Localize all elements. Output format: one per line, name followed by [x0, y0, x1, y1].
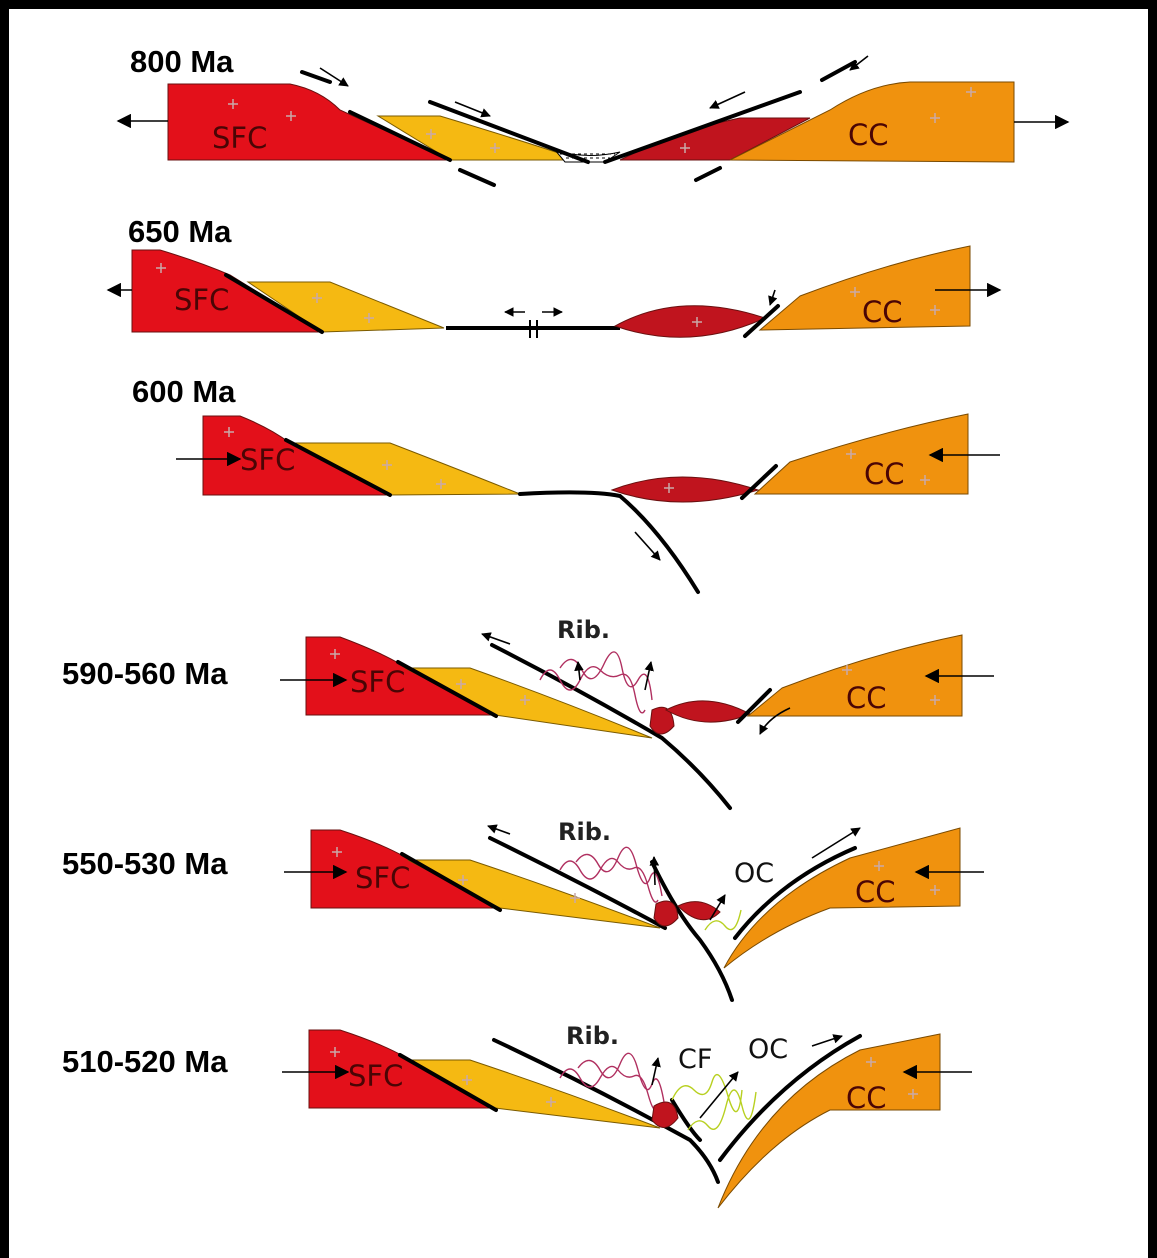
stage-590-560ma: 590-560 Ma Rib. SFC CC — [62, 616, 994, 810]
cc-craton-block — [723, 827, 961, 969]
microcontinent-block — [610, 476, 760, 503]
sfc-passive-margin — [407, 859, 661, 929]
cc-label: CC — [864, 457, 905, 491]
stage-age-label: 510-520 Ma — [62, 1044, 228, 1079]
microcontinent-block — [664, 700, 752, 723]
cc-label: CC — [862, 295, 903, 329]
stage-age-label: 650 Ma — [128, 214, 232, 249]
cc-craton-block — [746, 634, 963, 717]
sfc-label: SFC — [240, 443, 295, 477]
stage-650ma: 650 Ma SFC CC — [106, 214, 1002, 338]
sfc-passive-margin — [407, 1059, 661, 1129]
arc-magma — [649, 706, 675, 735]
stage-age-label: 550-530 Ma — [62, 846, 228, 881]
stage-550-530ma: 550-530 Ma Rib. OC SFC CC — [62, 818, 984, 1002]
microcontinent-block — [613, 305, 767, 338]
ribeira-label: Rib. — [558, 818, 611, 846]
sfc-label: SFC — [212, 121, 267, 155]
cc-label: CC — [848, 118, 889, 152]
sfc-label: SFC — [174, 283, 229, 317]
cc-craton-block — [729, 81, 1015, 163]
cc-craton-block — [758, 245, 971, 331]
stage-510-520ma: 510-520 Ma Rib. CF OC SFC CC — [62, 1022, 972, 1209]
sfc-label: SFC — [350, 665, 405, 699]
stage-age-label: 800 Ma — [130, 44, 234, 79]
arc-magma — [651, 1101, 679, 1128]
cc-label: CC — [855, 875, 896, 909]
oc-label: OC — [734, 858, 774, 889]
cc-label: CC — [846, 681, 887, 715]
ribeira-label: Rib. — [557, 616, 610, 644]
stage-600ma: 600 Ma SFC CC — [132, 374, 1000, 594]
sfc-passive-margin — [404, 667, 653, 739]
oc-label: OC — [748, 1034, 788, 1065]
cc-craton-block — [717, 1033, 941, 1209]
cf-label: CF — [678, 1044, 712, 1075]
microcontinent-block — [677, 901, 721, 921]
stage-age-label: 590-560 Ma — [62, 656, 228, 691]
cc-craton-block — [753, 413, 969, 495]
arc-magma — [653, 900, 679, 927]
sfc-passive-margin — [246, 281, 445, 333]
sfc-label: SFC — [348, 1059, 403, 1093]
ribeira-label: Rib. — [566, 1022, 619, 1050]
stage-age-label: 600 Ma — [132, 374, 236, 409]
stage-800ma: 800 Ma SFC CC — [116, 44, 1070, 187]
cc-label: CC — [846, 1081, 887, 1115]
sfc-label: SFC — [355, 861, 410, 895]
